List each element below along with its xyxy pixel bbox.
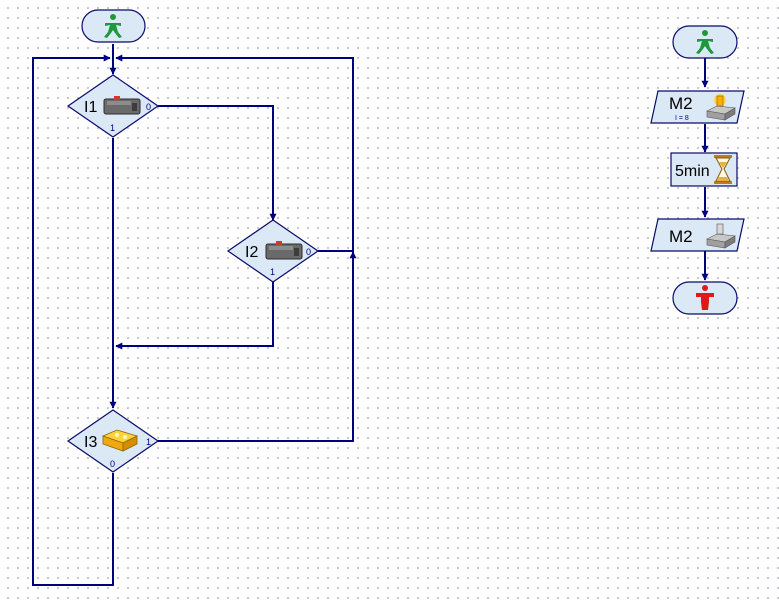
motor-on-block[interactable]: M2 I = 8 [650,90,745,124]
start-figure-icon [696,30,714,54]
left-start-block[interactable] [81,9,146,43]
wire-i2-1-to-main[interactable] [115,282,274,350]
push-button-icon [103,96,141,115]
start-figure-icon [104,14,122,38]
wire-i1-0-to-i2[interactable] [158,105,277,221]
yellow-sensor-icon [101,429,139,452]
wait-block[interactable]: 5min [670,152,738,187]
end-block[interactable] [672,281,738,315]
branch-i2-label: I2 [245,244,258,261]
branch-i1-out-no: 0 [146,102,151,112]
wire-loop-back-right[interactable] [115,54,354,252]
branch-i3[interactable]: I3 1 0 [66,409,160,473]
branch-i2[interactable]: I2 0 1 [226,219,320,283]
wire-i3-1-to-loop[interactable] [158,251,357,442]
branch-i3-out-no: 0 [110,459,115,469]
stop-figure-icon [696,285,714,310]
left-flow-wires [32,44,357,586]
branch-i3-label: I3 [84,434,97,451]
wire-i3-0-loop-left[interactable] [32,54,114,586]
branch-i1-label: I1 [84,99,97,116]
hourglass-icon [714,155,732,184]
branch-i3-out-yes: 1 [146,437,151,447]
branch-i1[interactable]: I1 0 1 [66,74,160,138]
motor-off-label: M2 [669,227,693,246]
wait-label: 5min [675,163,710,180]
branch-i1-out-yes: 1 [110,123,115,133]
push-button-icon [265,241,303,260]
motor-on-icon [706,94,736,121]
branch-i2-out-yes: 1 [270,267,275,277]
motor-on-label: M2 [669,94,693,113]
right-start-block[interactable] [672,25,738,59]
branch-i2-out-no: 0 [306,247,311,257]
motor-off-block[interactable]: M2 [650,218,745,252]
motor-on-sublabel: I = 8 [675,115,689,122]
motor-off-icon [706,223,736,249]
